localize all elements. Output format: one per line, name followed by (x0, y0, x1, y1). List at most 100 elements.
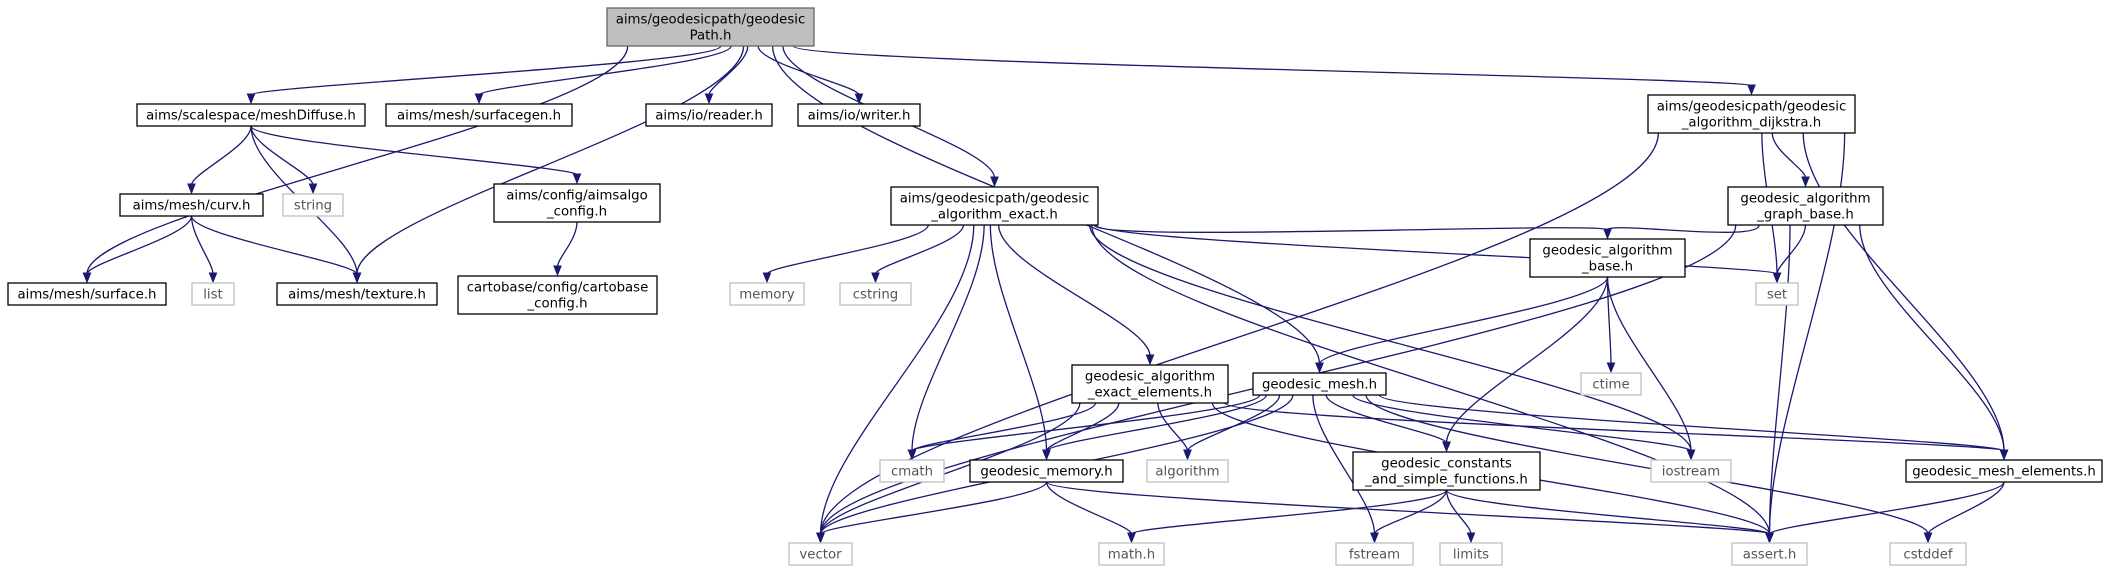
node-cstring: cstring (839, 282, 912, 306)
node-box (1252, 372, 1387, 396)
node-set: set (1755, 282, 1799, 306)
edge-exact-to-exactelem (997, 224, 1155, 366)
node-curv[interactable]: aims/mesh/curv.h (119, 193, 264, 217)
node-label: aims/io/reader.h (655, 109, 763, 124)
node-label: _base.h (1581, 260, 1633, 275)
node-mathh: math.h (1098, 542, 1165, 566)
edge-aimsalgo-to-cartobase (553, 221, 578, 277)
node-label: aims/scalespace/meshDiffuse.h (146, 109, 356, 124)
edge-graphbase-to-algbase (1603, 224, 1760, 240)
node-label: geodesic_algorithm (1542, 244, 1672, 259)
node-cartobase[interactable]: cartobase/config/cartobase_config.h (457, 275, 658, 315)
node-label: cstring (853, 288, 898, 303)
node-exactelem[interactable]: geodesic_algorithm_exact_elements.h (1071, 364, 1229, 404)
node-box (1146, 459, 1229, 483)
node-box (7, 282, 167, 306)
node-box (282, 193, 344, 217)
node-label: vector (799, 548, 842, 563)
edge-algbase-to-constants (1442, 276, 1609, 453)
node-box (1529, 238, 1686, 278)
node-box (1439, 542, 1503, 566)
node-box (119, 193, 264, 217)
node-box (457, 275, 658, 315)
node-string: string (282, 193, 344, 217)
node-meshelem[interactable]: geodesic_mesh_elements.h (1905, 459, 2103, 483)
node-box (385, 103, 573, 127)
node-label: set (1767, 288, 1787, 303)
edge-curv-to-texture (190, 215, 362, 284)
node-graphbase[interactable]: geodesic_algorithm_graph_base.h (1727, 186, 1884, 226)
edge-dijkstra-to-meshelem (1802, 132, 2009, 461)
edge-geomesh-to-constants (1325, 394, 1451, 453)
node-box (788, 542, 853, 566)
node-surface[interactable]: aims/mesh/surface.h (7, 282, 167, 306)
node-box (276, 282, 438, 306)
node-label: cstddef (1903, 548, 1953, 563)
node-box (1580, 372, 1642, 396)
node-aimsalgo[interactable]: aims/config/aimsalgo_config.h (493, 183, 661, 223)
node-box (729, 282, 805, 306)
node-writer[interactable]: aims/io/writer.h (797, 103, 921, 127)
node-asserth: assert.h (1731, 542, 1808, 566)
edge-exact-to-cstring (871, 224, 965, 284)
node-label: _graph_base.h (1756, 208, 1854, 223)
node-label: _config.h (527, 297, 588, 312)
node-box (890, 186, 1099, 226)
node-geomemory[interactable]: geodesic_memory.h (969, 459, 1124, 483)
node-iostream: iostream (1650, 459, 1732, 483)
node-texture[interactable]: aims/mesh/texture.h (276, 282, 438, 306)
node-label: iostream (1662, 465, 1720, 480)
node-ctime: ctime (1580, 372, 1642, 396)
node-label: fstream (1349, 548, 1400, 563)
edge-constants-to-fstream (1370, 489, 1448, 544)
edge-constants-to-mathh (1127, 489, 1448, 544)
node-label: aims/mesh/curv.h (133, 199, 251, 214)
node-label: aims/mesh/surfacegen.h (397, 109, 561, 124)
edge-exactelem-to-cmath (907, 402, 1097, 461)
node-reader[interactable]: aims/io/reader.h (645, 103, 773, 127)
node-box (1889, 542, 1967, 566)
node-constants[interactable]: geodesic_constants_and_simple_functions.… (1352, 451, 1541, 491)
node-label: _config.h (546, 205, 607, 220)
node-algbase[interactable]: geodesic_algorithm_base.h (1529, 238, 1686, 278)
node-algorithm: algorithm (1146, 459, 1229, 483)
edge-geomesh-to-cmath (907, 394, 1261, 461)
node-cmath: cmath (879, 459, 945, 483)
edge-geomemory-to-asserth (1045, 481, 1774, 544)
node-exact[interactable]: aims/geodesicpath/geodesic_algorithm_exa… (890, 186, 1099, 226)
node-geomesh[interactable]: geodesic_mesh.h (1252, 372, 1387, 396)
node-list: list (191, 282, 235, 306)
edge-geomesh-to-geomemory (1042, 394, 1267, 461)
node-label: list (203, 288, 223, 303)
node-fstream: fstream (1335, 542, 1414, 566)
node-box (969, 459, 1124, 483)
edge-exact-to-cmath (907, 224, 985, 461)
node-label: Path.h (690, 29, 732, 44)
edge-root-to-dijkstra (792, 45, 1756, 96)
node-label: geodesic_algorithm (1740, 192, 1870, 207)
node-label: aims/config/aimsalgo (506, 189, 648, 204)
node-box (1905, 459, 2103, 483)
edge-meshelem-to-asserth (1765, 481, 2005, 544)
node-box (1755, 282, 1799, 306)
edge-meshDiffuse-to-aimsalgo (250, 125, 582, 185)
edge-meshDiffuse-to-string (250, 125, 318, 195)
node-meshDiffuse[interactable]: aims/scalespace/meshDiffuse.h (136, 103, 366, 127)
edge-exactelem-to-geomemory (1042, 402, 1120, 461)
node-box (136, 103, 366, 127)
node-label: assert.h (1743, 548, 1797, 563)
node-label: geodesic_mesh_elements.h (1912, 465, 2096, 480)
node-limits: limits (1439, 542, 1503, 566)
edge-curv-to-list (190, 215, 218, 284)
node-surfacegen[interactable]: aims/mesh/surfacegen.h (385, 103, 573, 127)
edge-geomemory-to-vector (816, 481, 1048, 544)
node-label: _and_simple_functions.h (1364, 473, 1528, 488)
node-box (1647, 94, 1856, 134)
node-dijkstra[interactable]: aims/geodesicpath/geodesic_algorithm_dij… (1647, 94, 1856, 134)
edge-root-to-reader (704, 45, 749, 105)
node-box (879, 459, 945, 483)
edge-geomesh-to-iostream (1352, 394, 1696, 461)
node-box (1335, 542, 1414, 566)
